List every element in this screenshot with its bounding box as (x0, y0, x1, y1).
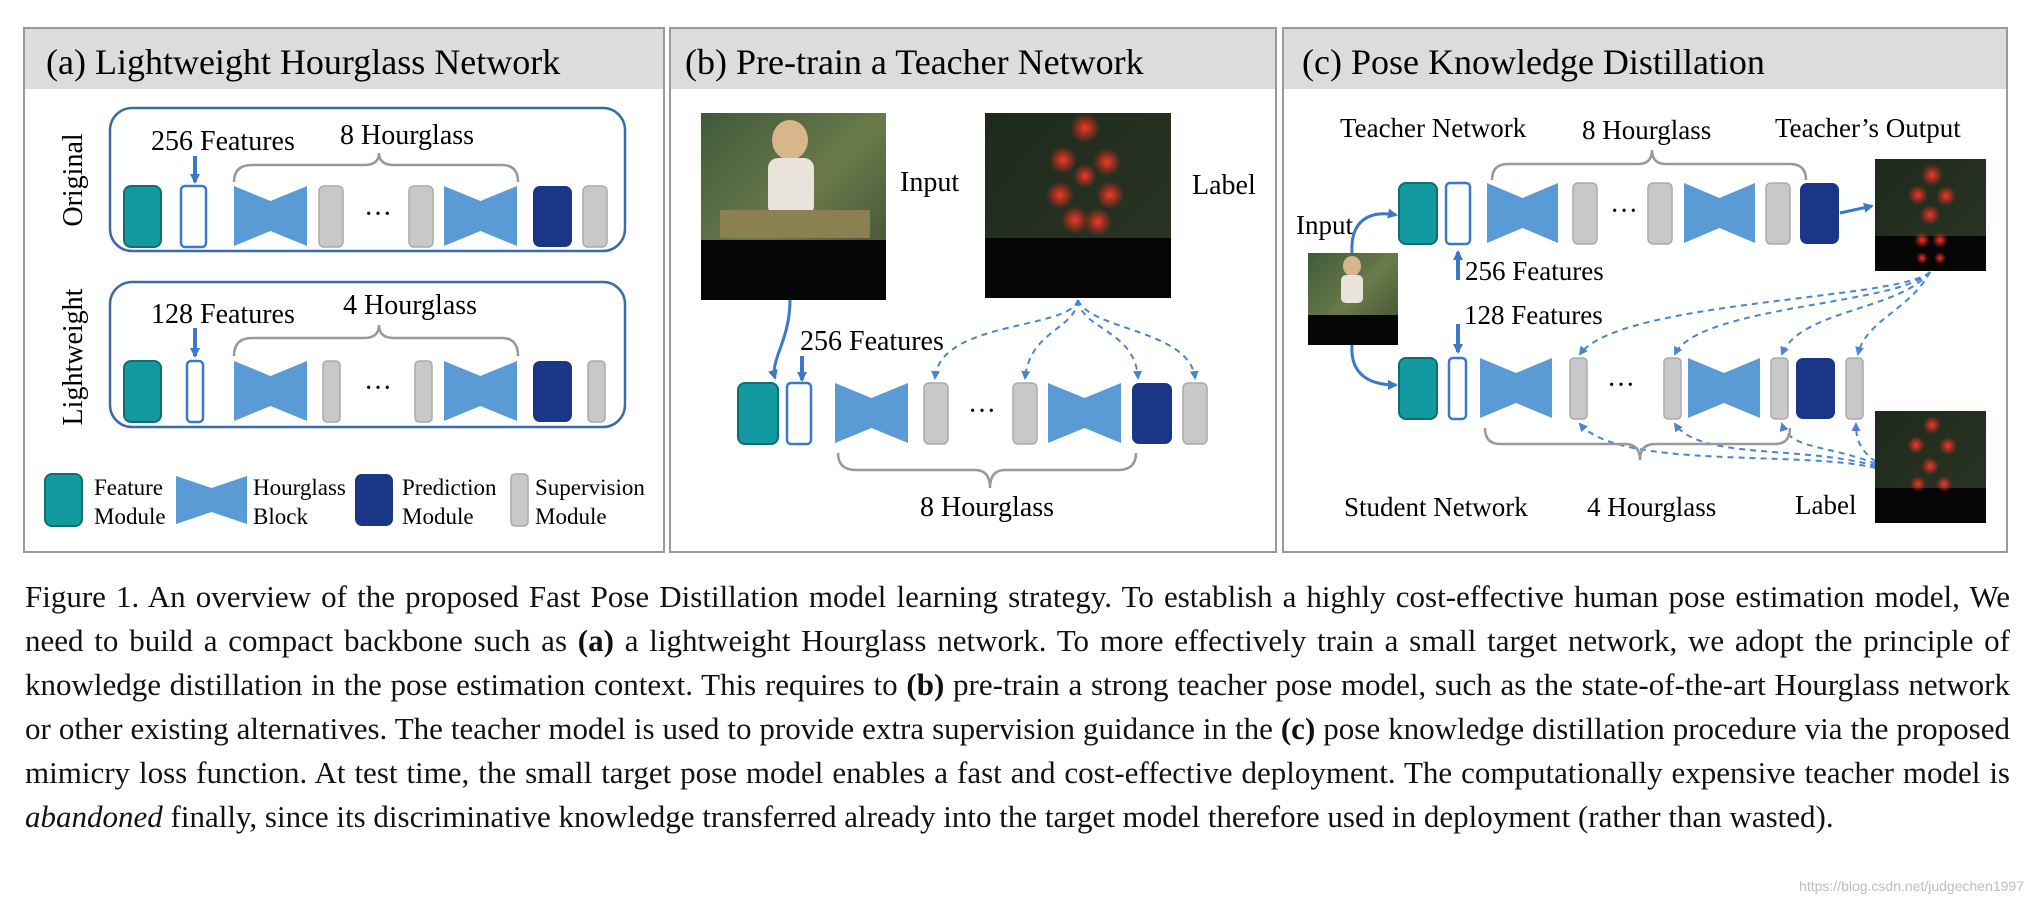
caption-part5: finally, since its discriminative knowle… (162, 799, 1834, 834)
row-label-lightweight: Lightweight (58, 288, 89, 425)
supervision-module (582, 185, 608, 248)
student-network-label: Student Network (1344, 492, 1528, 522)
legend-prediction-line2: Module (402, 504, 474, 529)
student-hourglass-brace (1483, 427, 1792, 461)
input-arrow (768, 299, 792, 380)
legend-hourglass-line1: Hourglass (253, 475, 346, 500)
panel-b-hourglass-brace (836, 452, 1138, 489)
caption-ref-c: (c) (1280, 711, 1316, 746)
teacher-features-label: 256 Features (1465, 256, 1604, 286)
feature-map-256-original (179, 184, 208, 249)
legend-feature-line2: Module (94, 504, 166, 529)
panel-c-label-label: Label (1795, 490, 1856, 520)
panel-c-title: (c) Pose Knowledge Distillation (1302, 42, 1765, 82)
panel-c-input-label: Input (1296, 210, 1353, 240)
student-hourglass-label: 4 Hourglass (1587, 492, 1716, 522)
legend-supervision-swatch (510, 473, 529, 527)
input-to-student-arrow (1350, 344, 1398, 390)
legend-supervision-line2: Module (535, 504, 607, 529)
caption-prefix: Figure 1. An overview of the proposed Fa… (25, 579, 2010, 658)
legend-supervision-line1: Supervision (535, 475, 645, 500)
row-label-original: Original (58, 133, 89, 227)
lightweight-features-label: 128 Features (151, 299, 295, 330)
original-network-box (108, 106, 627, 253)
panel-c-input-image (1308, 253, 1398, 345)
teacher-hourglass-label: 8 Hourglass (1582, 115, 1711, 145)
feature-module-lightweight (123, 360, 162, 423)
teacher-output-mimicry-arrows (1578, 271, 1931, 356)
caption-ref-a: (a) (577, 623, 614, 658)
caption-ref-b: (b) (906, 667, 945, 702)
legend-prediction-line1: Prediction (402, 475, 497, 500)
teacher-hourglass-brace (1490, 149, 1808, 181)
panel-a: (a) Lightweight Hourglass Network Origin… (23, 27, 665, 553)
panel-b-ellipsis: ··· (968, 396, 996, 427)
panel-b-input-label: Input (900, 167, 959, 198)
panel-b-title: (b) Pre-train a Teacher Network (685, 42, 1144, 82)
supervision-module (408, 185, 434, 248)
supervision-module (318, 185, 344, 248)
caption-part3: pre-train a strong teacher pose model, s… (25, 667, 2010, 746)
teacher-network-label: Teacher Network (1340, 113, 1527, 143)
legend: Feature Module Hourglass Block Predictio… (44, 473, 645, 529)
panel-a-title: (a) Lightweight Hourglass Network (46, 42, 560, 82)
panel-c: (c) Pose Knowledge Distillation Teacher … (1282, 27, 2008, 553)
panel-b-features-label: 256 Features (800, 326, 944, 357)
original-hourglass-label: 8 Hourglass (340, 120, 474, 151)
student-features-label: 128 Features (1464, 300, 1603, 330)
legend-feature-swatch (44, 473, 83, 527)
watermark: https://blog.csdn.net/judgechen1997 (1799, 878, 2024, 894)
lightweight-ellipsis: ··· (364, 373, 392, 404)
original-features-label: 256 Features (151, 126, 295, 157)
panel-b: (b) Pre-train a Teacher Network Input La… (669, 27, 1277, 553)
legend-prediction-swatch (355, 474, 393, 526)
caption-part2: a lightweight Hourglass network. To more… (25, 623, 2010, 702)
student-label-supervision-arrows (1578, 422, 1877, 469)
figure-caption: Figure 1. An overview of the proposed Fa… (25, 575, 2010, 839)
teacher-output-label: Teacher’s Output (1775, 113, 1961, 143)
label-heatmap-image (985, 113, 1171, 298)
input-image (701, 113, 886, 300)
caption-abandoned: abandoned (25, 799, 163, 834)
label-supervision-arrows (931, 299, 1199, 380)
teacher-ellipsis: ··· (1610, 196, 1638, 227)
lightweight-network-box (108, 280, 627, 429)
student-ellipsis: ··· (1607, 370, 1635, 401)
teacher-pipeline: ··· (1398, 181, 1839, 246)
caption-part4: pose knowledge distillation procedure vi… (25, 711, 2010, 790)
feature-module-original (123, 185, 162, 248)
legend-feature-line1: Feature (94, 475, 163, 500)
original-ellipsis: ··· (364, 199, 392, 230)
student-pipeline: ··· (1398, 356, 1864, 421)
prediction-module-original (533, 186, 572, 247)
panel-b-hourglass-label: 8 Hourglass (920, 492, 1054, 523)
overview-figure: (a) Lightweight Hourglass Network Origin… (23, 27, 2008, 553)
input-to-teacher-arrow (1350, 208, 1398, 254)
original-hourglass-brace (232, 152, 520, 183)
legend-hourglass-line2: Block (253, 504, 308, 529)
teacher-output-heatmap (1875, 159, 1986, 271)
feature-map-128 (185, 359, 205, 424)
lightweight-hourglass-label: 4 Hourglass (343, 290, 477, 321)
panel-b-label-label: Label (1192, 170, 1256, 201)
panel-c-label-heatmap (1875, 411, 1986, 523)
